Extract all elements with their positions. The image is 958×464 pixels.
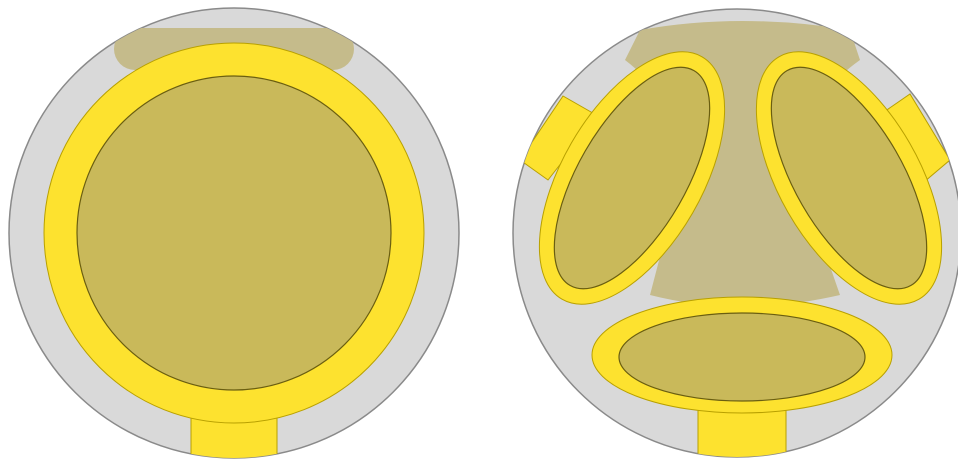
left-cross-section [9,8,459,464]
bottom-inner-cavity [619,313,865,401]
right-contact-bottom [592,297,892,413]
right-cross-section [501,9,958,464]
left-inner-cavity [77,76,391,390]
